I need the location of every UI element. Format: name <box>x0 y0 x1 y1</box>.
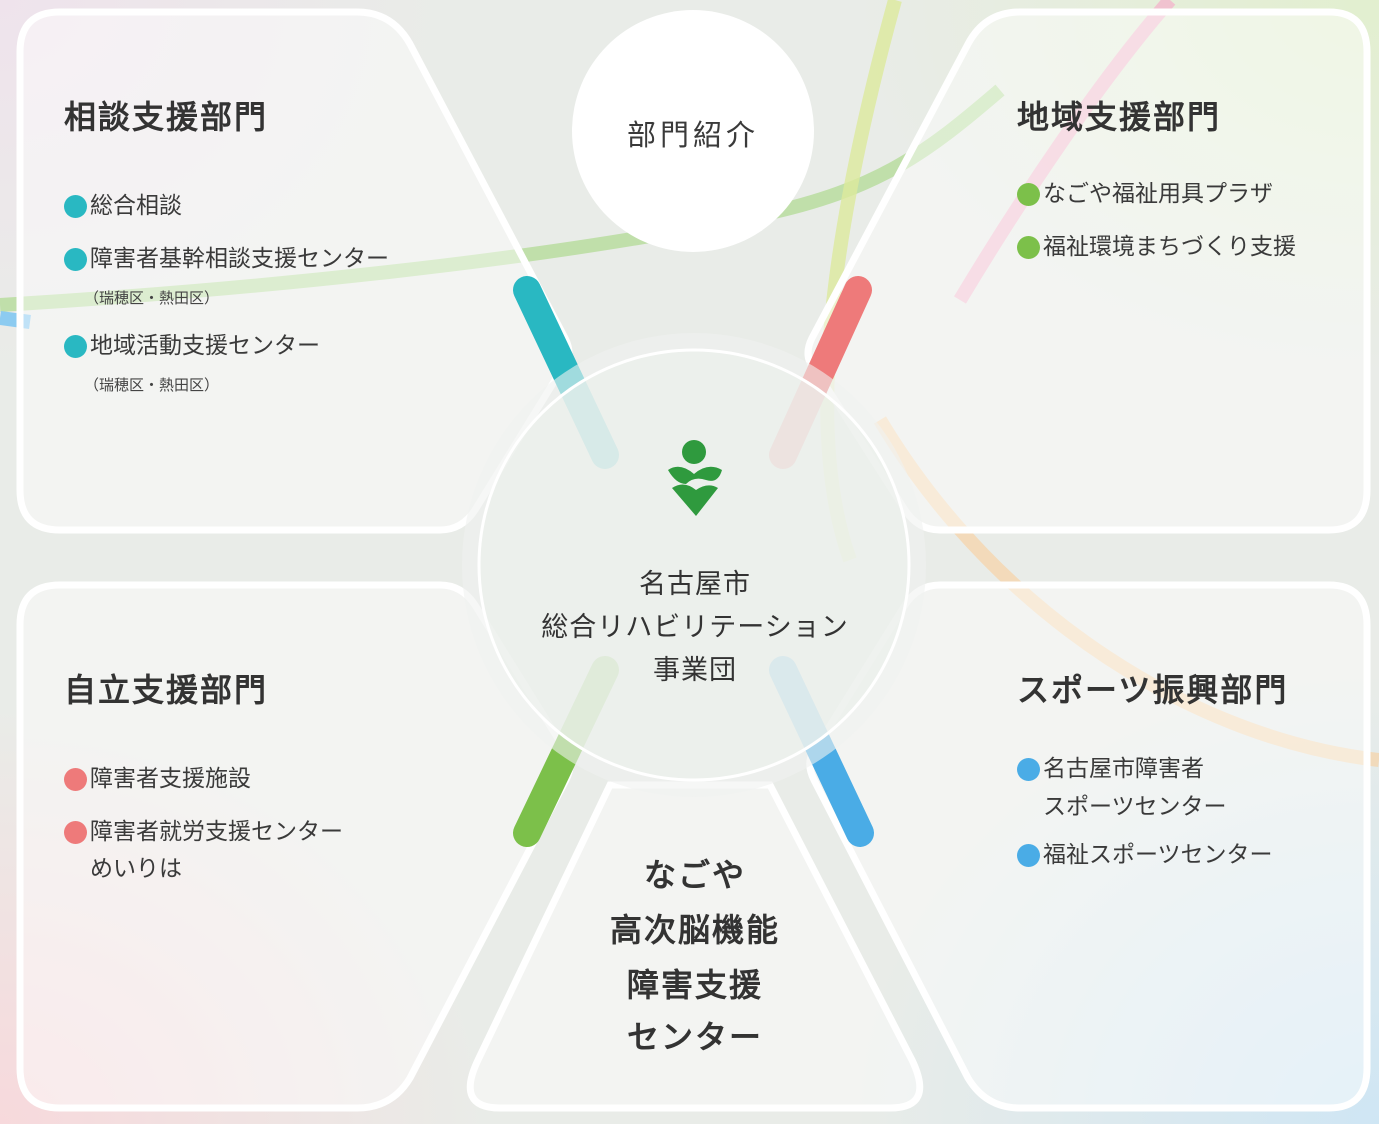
item-label-line2: スポーツセンター <box>1043 794 1227 820</box>
logo-icon <box>668 440 722 516</box>
organization-name-line3: 事業団 <box>653 655 737 686</box>
consultation-dept-title: 相談支援部門 <box>64 98 269 136</box>
consultation-item-2[interactable]: 障害者基幹相談支援センター <box>64 245 389 275</box>
item-label: 総合相談 <box>90 193 182 219</box>
ribbon-blue-left <box>0 311 31 329</box>
hub-circle <box>477 348 911 782</box>
item-label: 名古屋市障害者 <box>1043 756 1204 782</box>
brain-center-line2: 高次脳機能 <box>609 911 780 949</box>
coral-dot-icon <box>64 821 87 844</box>
sports-item-1[interactable]: 名古屋市障害者 <box>1017 755 1204 785</box>
community-dept-title: 地域支援部門 <box>1017 98 1222 136</box>
independence-item-1[interactable]: 障害者支援施設 <box>64 765 251 795</box>
item-label-line2: めいりは <box>90 856 182 882</box>
green-dot-icon <box>1017 183 1040 206</box>
sports-dept-title: スポーツ振興部門 <box>1017 671 1289 709</box>
item-label: 障害者就労支援センター <box>90 819 343 845</box>
badge-circle <box>572 10 814 252</box>
panel-consultation <box>16 8 573 534</box>
item-label: 福祉環境まちづくり支援 <box>1043 234 1296 260</box>
green-dot-icon <box>1017 236 1040 259</box>
teal-dot-icon <box>64 335 87 358</box>
section-badge-label: 部門紹介 <box>626 118 759 152</box>
item-note: （瑞穂区・熱田区） <box>84 376 220 394</box>
item-label: なごや福祉用具プラザ <box>1043 181 1273 207</box>
organization-name-line2: 総合リハビリテーション <box>541 612 849 643</box>
item-label: 障害者基幹相談支援センター <box>90 246 389 272</box>
item-label: 障害者支援施設 <box>90 766 251 792</box>
ribbon-orange <box>873 416 1379 767</box>
ribbon-pink <box>953 0 1176 304</box>
brain-center-line1: なごや <box>643 856 746 894</box>
consultation-item-1[interactable]: 総合相談 <box>64 192 182 222</box>
organization-name-line1: 名古屋市 <box>639 569 751 600</box>
community-item-1[interactable]: なごや福祉用具プラザ <box>1017 180 1273 210</box>
item-note: （瑞穂区・熱田区） <box>84 289 220 307</box>
teal-dot-icon <box>64 248 87 271</box>
item-label: 福祉スポーツセンター <box>1043 842 1273 868</box>
independence-dept-title: 自立支援部門 <box>64 671 269 709</box>
community-item-2[interactable]: 福祉環境まちづくり支援 <box>1017 233 1296 263</box>
teal-dot-icon <box>64 195 87 218</box>
sports-item-2[interactable]: 福祉スポーツセンター <box>1017 841 1273 871</box>
item-label: 地域活動支援センター <box>90 333 320 359</box>
blue-dot-icon <box>1017 844 1040 867</box>
consultation-item-3[interactable]: 地域活動支援センター <box>64 332 320 362</box>
coral-dot-icon <box>64 768 87 791</box>
brain-center-line4: センター <box>626 1018 763 1056</box>
panel-brain <box>466 781 924 1112</box>
brain-center-line3: 障害支援 <box>626 966 763 1004</box>
independence-item-2[interactable]: 障害者就労支援センター <box>64 818 343 848</box>
blue-dot-icon <box>1017 758 1040 781</box>
